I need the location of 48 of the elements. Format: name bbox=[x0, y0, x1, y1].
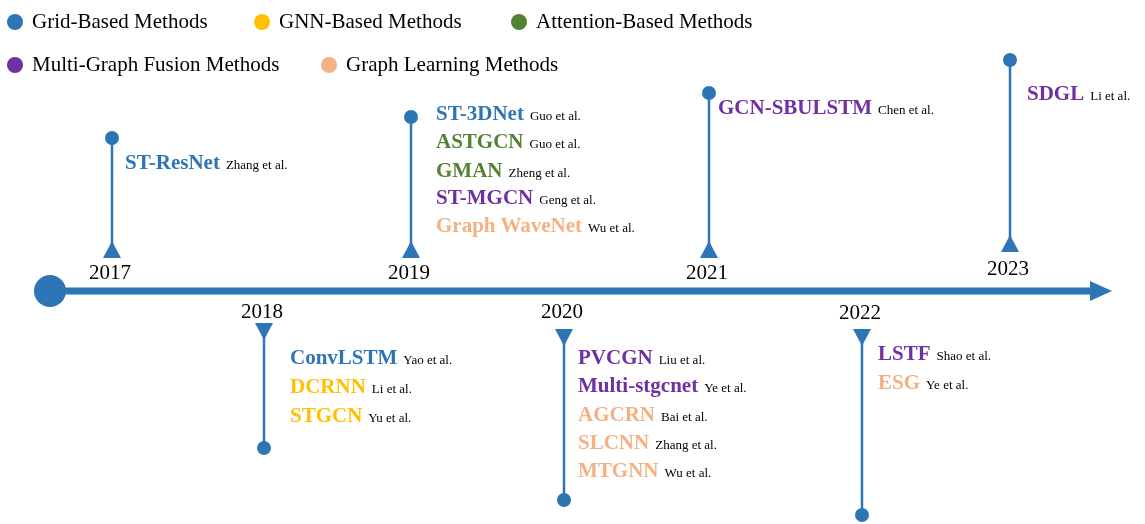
method-name: AGCRN bbox=[578, 402, 655, 426]
author-label: Liu et al. bbox=[658, 352, 706, 367]
method-name: GMAN bbox=[436, 158, 503, 182]
author-label: Guo et al. bbox=[529, 136, 581, 151]
year-label: 2017 bbox=[89, 260, 131, 285]
author-label: Yao et al. bbox=[403, 352, 453, 367]
author-label: Zhang et al. bbox=[225, 157, 288, 172]
method-name: SLCNN bbox=[578, 430, 650, 454]
legend-label: Multi-Graph Fusion Methods bbox=[32, 52, 280, 77]
method-name: STGCN bbox=[290, 403, 363, 427]
author-label: Zheng et al. bbox=[508, 165, 571, 180]
year-label: 2018 bbox=[241, 299, 283, 324]
method-name: DCRNN bbox=[290, 374, 366, 398]
author-label: Geng et al. bbox=[539, 192, 596, 207]
year-label: 2021 bbox=[686, 260, 728, 285]
method-name: MTGNN bbox=[578, 458, 659, 482]
author-label: Shao et al. bbox=[936, 348, 992, 363]
method-name: SDGL bbox=[1027, 81, 1085, 105]
legend-label: Grid-Based Methods bbox=[32, 9, 208, 34]
method-name: Graph WaveNet bbox=[436, 213, 583, 237]
author-label: Zhang et al. bbox=[655, 437, 717, 452]
author-label: Ye et al. bbox=[926, 377, 969, 392]
method-name: ASTGCN bbox=[436, 129, 524, 153]
method-name: ConvLSTM bbox=[290, 345, 398, 369]
method-name: LSTF bbox=[878, 341, 931, 365]
year-label: 2022 bbox=[839, 300, 881, 325]
author-label: Wu et al. bbox=[664, 465, 712, 480]
method-name: ST-3DNet bbox=[436, 101, 524, 125]
author-label: Li et al. bbox=[1090, 88, 1131, 103]
author-label: Li et al. bbox=[371, 381, 412, 396]
legend-label: Graph Learning Methods bbox=[346, 52, 559, 77]
method-name: ST-ResNet bbox=[125, 150, 220, 174]
method-name: ST-MGCN bbox=[436, 185, 534, 209]
author-label: Guo et al. bbox=[529, 108, 581, 123]
author-label: Ye et al. bbox=[704, 380, 747, 395]
year-label: 2020 bbox=[541, 299, 583, 324]
method-name: GCN-SBULSTM bbox=[718, 95, 873, 119]
author-label: Yu et al. bbox=[368, 410, 412, 425]
year-label: 2019 bbox=[388, 260, 430, 285]
method-name: PVCGN bbox=[578, 345, 653, 369]
method-name: Multi-stgcnet bbox=[578, 373, 699, 397]
legend-label: Attention-Based Methods bbox=[536, 9, 753, 34]
author-label: Chen et al. bbox=[878, 102, 934, 117]
legend-label: GNN-Based Methods bbox=[279, 9, 462, 34]
author-label: Bai et al. bbox=[661, 409, 708, 424]
year-label: 2023 bbox=[987, 256, 1029, 281]
method-name: ESG bbox=[878, 370, 921, 394]
author-label: Wu et al. bbox=[588, 220, 635, 235]
